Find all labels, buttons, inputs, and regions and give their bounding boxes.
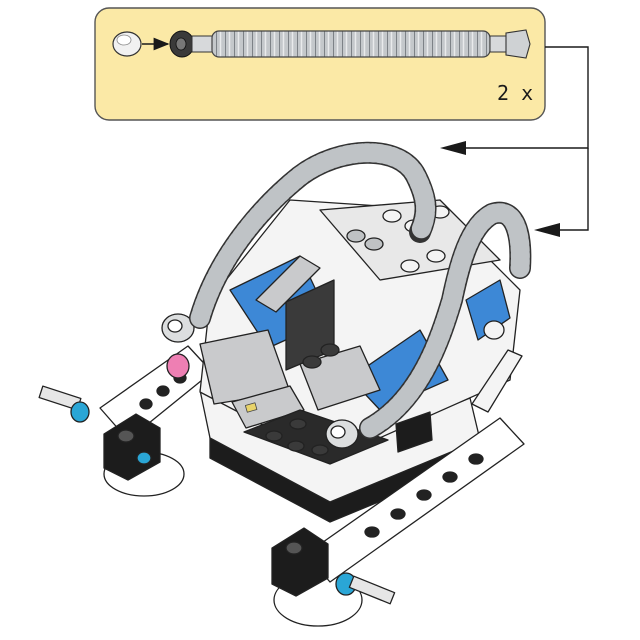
round-cap-icon — [113, 32, 141, 56]
round-cap-icon — [484, 321, 504, 339]
arrowhead-upper-icon — [440, 141, 466, 155]
flexible-hose-icon — [212, 31, 490, 57]
parts-callout: 2 x — [95, 8, 545, 120]
pink-connector-icon — [167, 354, 189, 378]
model-assembly — [39, 153, 524, 626]
callout-panel — [95, 8, 545, 120]
arrowhead-lower-icon — [534, 223, 560, 237]
axle-pin-icon — [39, 386, 89, 422]
quantity-label: 2 x — [497, 81, 533, 105]
